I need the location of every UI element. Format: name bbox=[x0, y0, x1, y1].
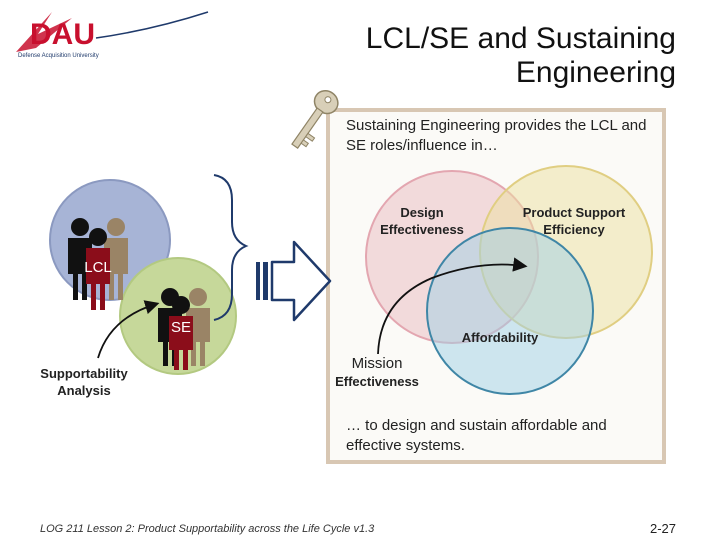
logo-text: DAU bbox=[30, 18, 95, 51]
arrow-right-icon bbox=[256, 240, 332, 322]
page-number: 2-27 bbox=[650, 521, 677, 536]
lcl-label: LCL bbox=[84, 259, 112, 276]
footer: LOG 211 Lesson 2: Product Supportability… bbox=[40, 523, 374, 535]
supportability-label-1: Supportability bbox=[40, 366, 128, 381]
affordability-label: Affordability bbox=[462, 330, 539, 345]
design-label-1: Design bbox=[400, 205, 443, 220]
dau-logo-icon: DAU Defense Acquisition University bbox=[16, 11, 209, 59]
mission-arrow bbox=[377, 257, 528, 355]
footer-version: v1.3 bbox=[353, 523, 375, 535]
logo-caption: Defense Acquisition University bbox=[18, 53, 99, 59]
affordability-circle bbox=[426, 227, 594, 395]
supportability-arrow bbox=[97, 300, 160, 359]
intro-text: Sustaining Engineering provides the LCL … bbox=[346, 117, 647, 154]
design-label-2: Effectiveness bbox=[380, 222, 464, 237]
people-group-icon bbox=[158, 288, 210, 370]
mission-label-2: Effectiveness bbox=[335, 374, 419, 389]
product-support-label-1: Product Support bbox=[523, 205, 626, 220]
people-group-icon bbox=[68, 218, 128, 310]
mission-label-1: Mission bbox=[352, 355, 403, 372]
se-label: SE bbox=[171, 319, 191, 336]
slide-title: LCL/SE and Sustaining Engineering bbox=[365, 22, 676, 89]
outro-text: … to design and sustain affordable and e… bbox=[346, 417, 607, 454]
footer-course: LOG 211 Lesson 2: Product Supportability… bbox=[40, 523, 351, 535]
product-support-label-2: Efficiency bbox=[543, 222, 605, 237]
key-icon bbox=[291, 90, 339, 149]
curly-brace-icon bbox=[213, 174, 249, 321]
supportability-label-2: Analysis bbox=[57, 383, 110, 398]
